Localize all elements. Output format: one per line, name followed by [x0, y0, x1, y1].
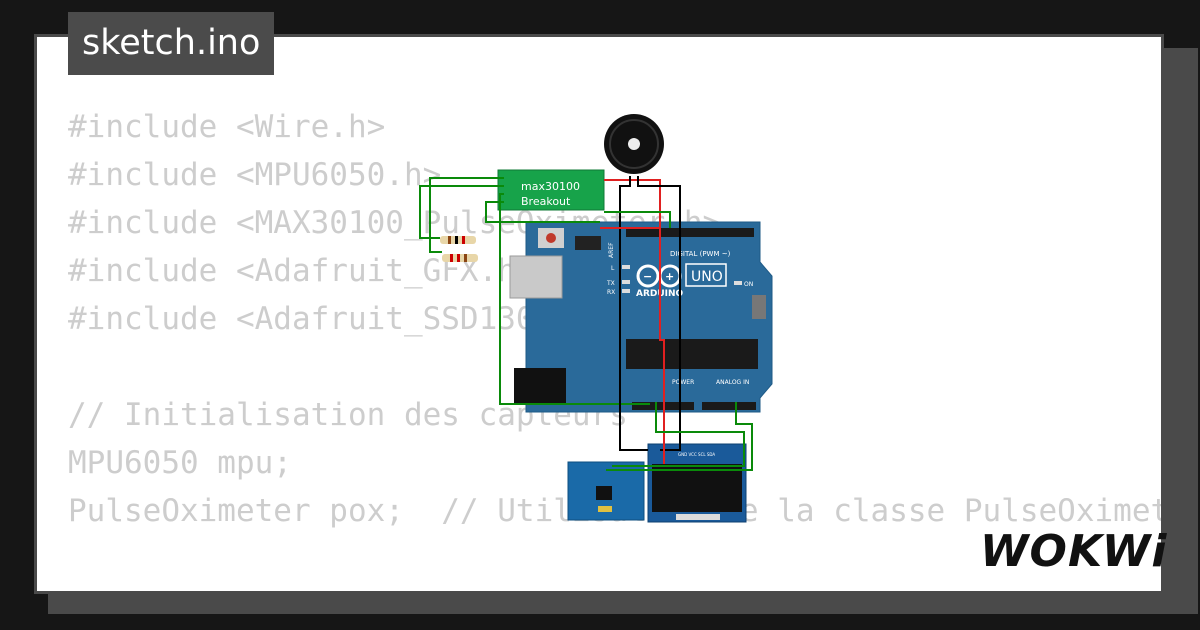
led-rx [622, 289, 630, 293]
aref-label: AREF [608, 242, 615, 258]
code-line: PulseOximeter pox; // Utilisation de la … [68, 493, 1161, 529]
power-jack [514, 368, 566, 404]
sketch-title: sketch.ino [68, 12, 275, 75]
wires [419, 176, 753, 471]
led-rx-label: RX [607, 289, 615, 296]
icsp-header [575, 236, 601, 250]
usb-port [509, 255, 563, 299]
code-line: MPU6050 mpu; [68, 445, 292, 481]
arduino-uno-board[interactable]: DIGITAL (PWM ~) AREF − + UNO ARDUINO L T… [509, 221, 773, 413]
uno-badge [685, 263, 727, 287]
reset-button[interactable] [546, 233, 556, 243]
svg-text:+: + [665, 270, 674, 283]
oled-pin-labels: GND VCC SCL SDA [678, 452, 715, 457]
power-label: POWER [672, 379, 694, 386]
led-tx [622, 280, 630, 284]
wokwi-logo: WOKWi [980, 526, 1168, 577]
svg-text:−: − [643, 270, 652, 283]
max30100-breakout[interactable]: max30100 Breakout [497, 169, 605, 211]
analog-label: ANALOG IN [716, 379, 749, 386]
code-line: // Initialisation de l'écran OLED (adres… [68, 583, 1161, 591]
model-label: UNO [691, 269, 723, 285]
resistor-2[interactable] [442, 254, 478, 262]
code-line: #include <Wire.h> [68, 109, 386, 145]
analog-header [702, 402, 756, 410]
led-l-label: L [611, 265, 615, 272]
code-line: #include <MPU6050.h> [68, 157, 442, 193]
resistor-1[interactable] [440, 236, 476, 244]
led-l [622, 265, 630, 269]
code-line: #include <Adafruit_GFX.h> [68, 253, 535, 289]
breakout-line1: max30100 [521, 180, 580, 193]
mpu6050-module[interactable] [567, 461, 645, 521]
led-on-label: ON [744, 281, 753, 288]
digital-label: DIGITAL (PWM ~) [670, 250, 731, 258]
breakout-line2: Breakout [521, 195, 571, 208]
led-tx-label: TX [606, 280, 615, 287]
oled-screen [652, 464, 742, 512]
digital-header [626, 228, 754, 237]
oled-display[interactable]: GND VCC SCL SDA [647, 443, 747, 523]
atmega-chip [626, 339, 758, 369]
icsp2-header [752, 295, 766, 319]
buzzer[interactable] [604, 114, 664, 174]
led-on [734, 281, 742, 285]
